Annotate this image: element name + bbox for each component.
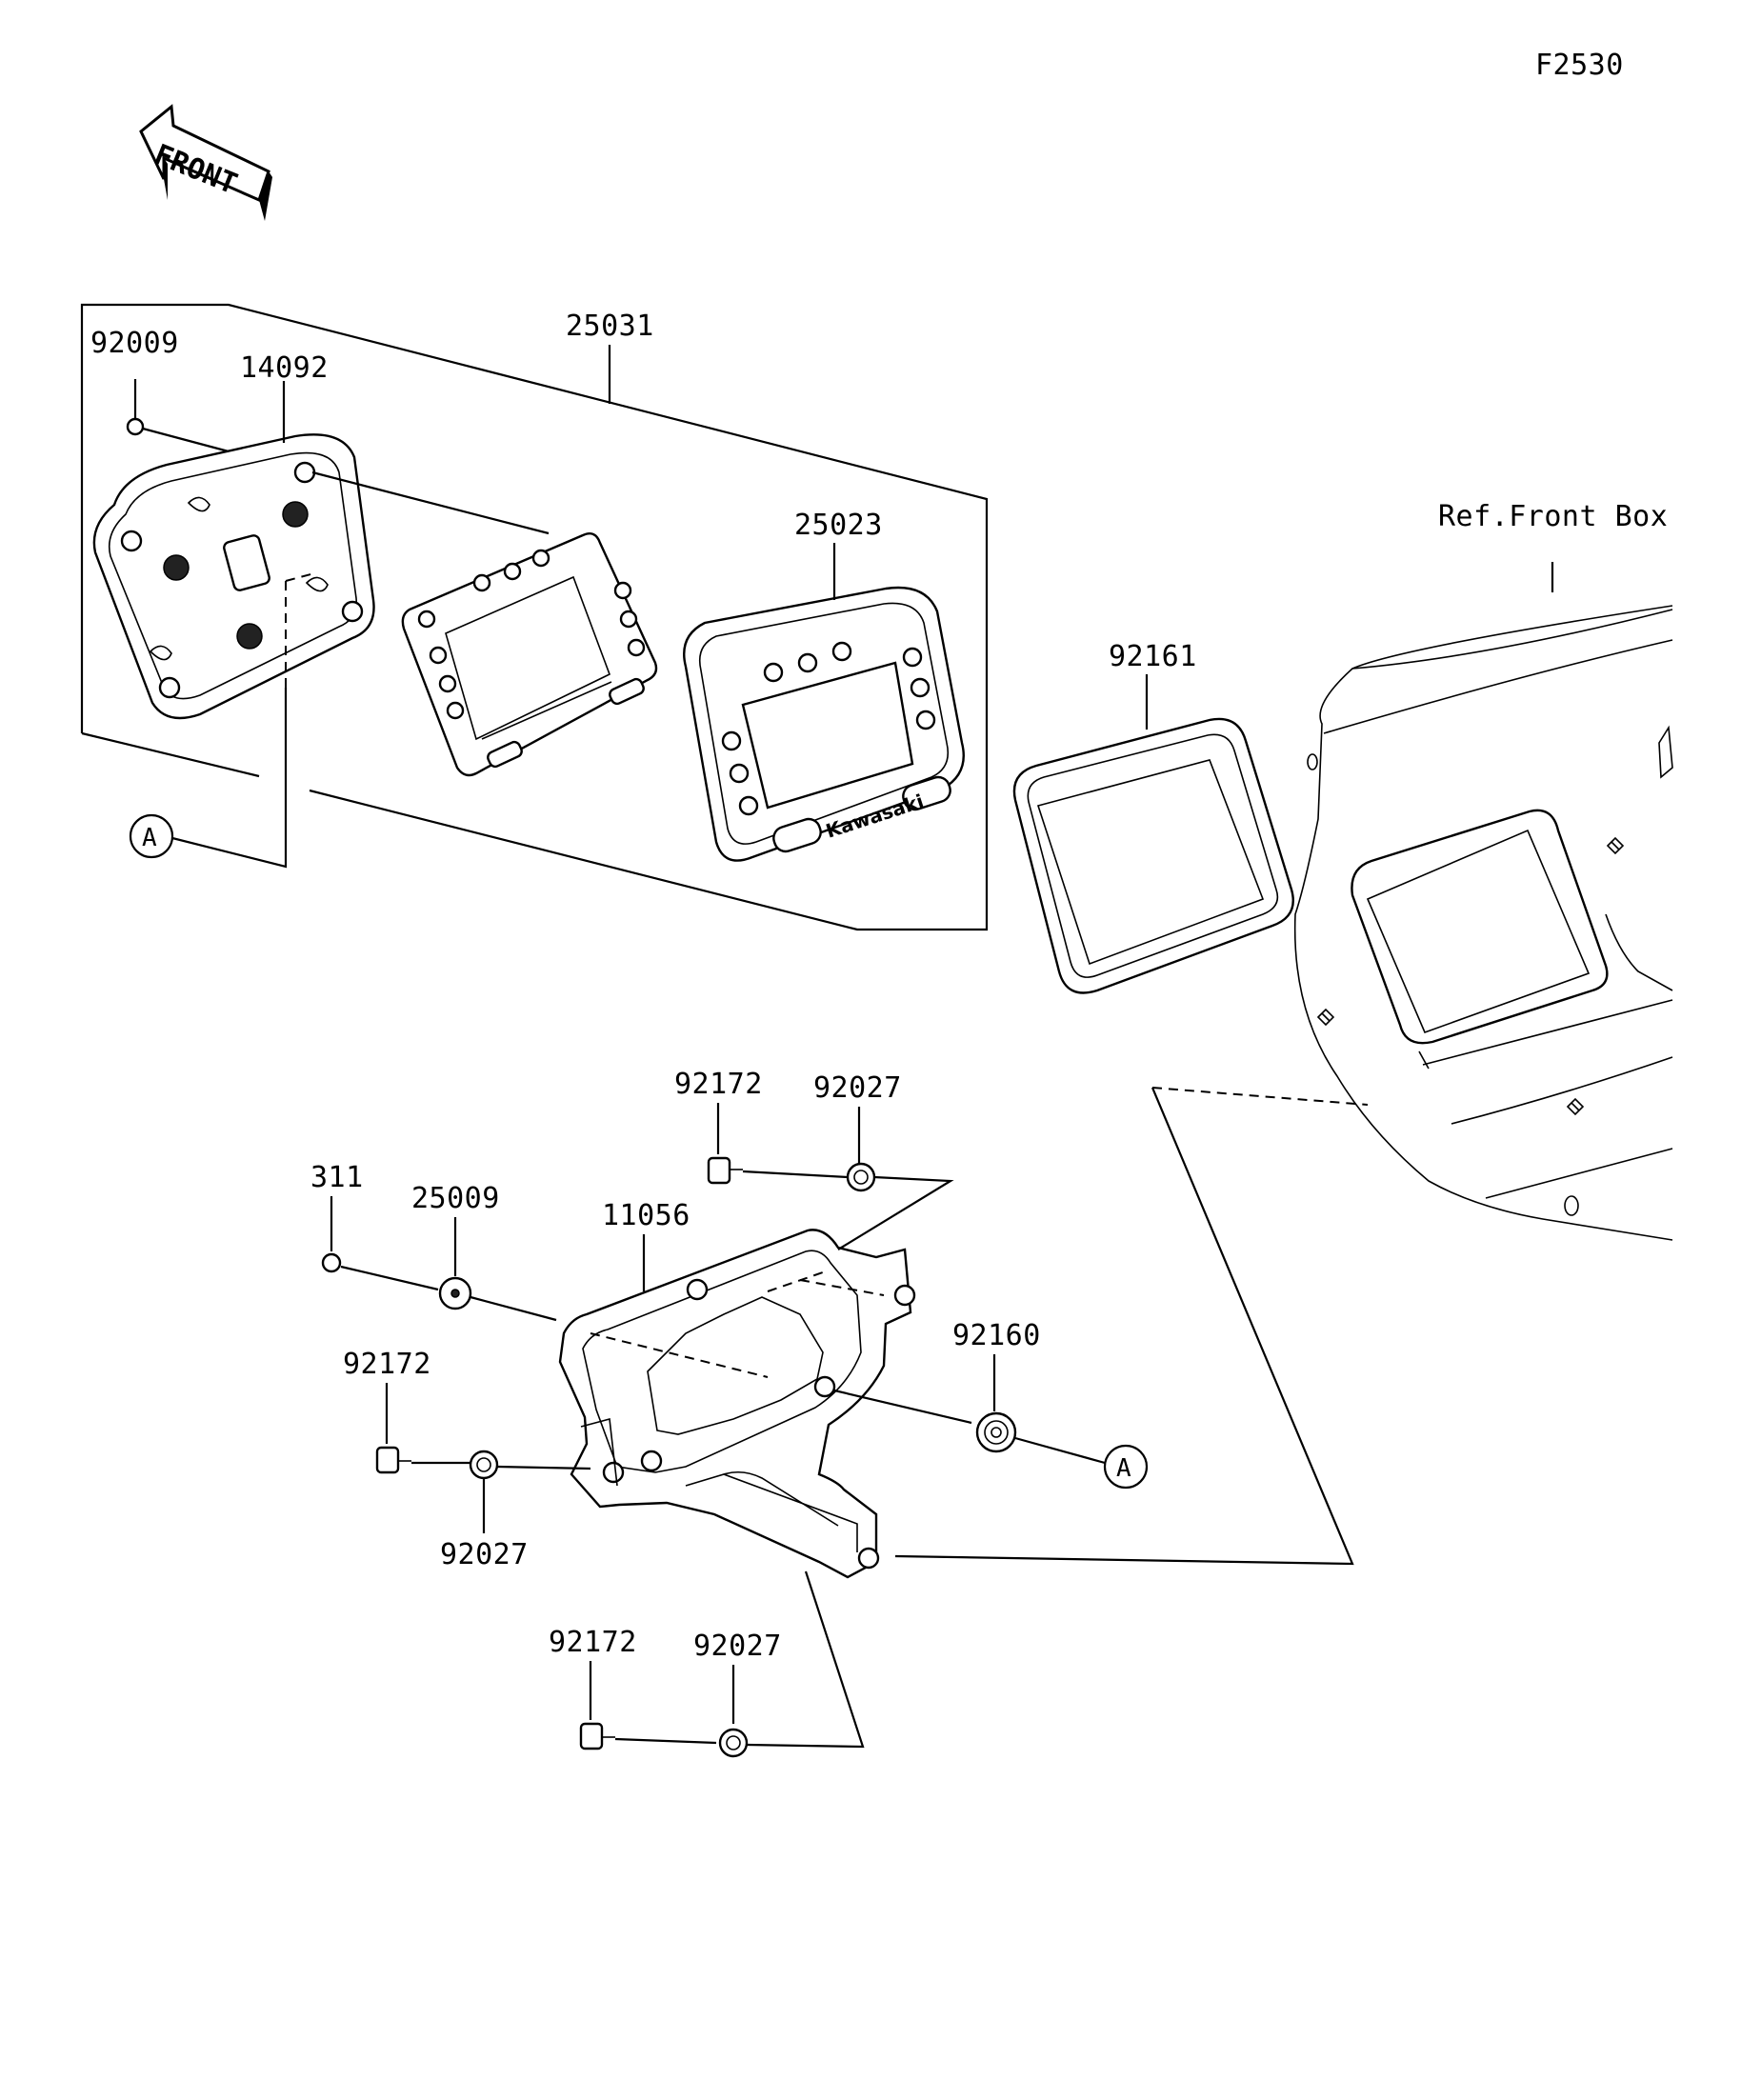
washer-25009-part (438, 1276, 472, 1310)
leader-line (496, 1465, 591, 1470)
front-arrow-icon: FRONT (139, 104, 272, 221)
figure-code: F2530 (1535, 49, 1624, 82)
nut-92027-mid-part (469, 1450, 499, 1480)
meter-unit-part: Kawasaki (683, 586, 965, 862)
leader-line (746, 1570, 865, 1749)
callout-letter: A (142, 824, 157, 852)
nut-311-part (321, 1252, 342, 1273)
part-number-14092: 14092 (240, 351, 329, 385)
part-number-92172-bot: 92172 (549, 1626, 637, 1659)
nut-92027-top-part (846, 1162, 876, 1192)
callout-a-lower: A (1103, 1444, 1149, 1490)
leader-line (742, 1170, 849, 1179)
leader-line (837, 1175, 954, 1250)
bracket-mount-frame (894, 1087, 1369, 1566)
part-number-92009: 92009 (90, 327, 179, 360)
part-number-25023: 25023 (794, 509, 883, 542)
leader-line (311, 470, 550, 535)
rear-case-part (92, 433, 375, 720)
mount-point-icon (1316, 1008, 1335, 1027)
part-number-92161: 92161 (1109, 640, 1197, 673)
bracket-part (558, 1229, 916, 1579)
screw-92009-part (126, 417, 230, 453)
leader-line (799, 1279, 885, 1296)
leader-line (340, 1265, 439, 1291)
circuit-board-part (401, 532, 658, 777)
part-number-92172-top: 92172 (674, 1068, 763, 1101)
leader-line (833, 1389, 972, 1425)
reference-label: Ref.Front Box (1438, 500, 1668, 533)
gasket-part (1012, 717, 1294, 994)
bolt-92172-top-part (707, 1156, 743, 1185)
part-number-25031: 25031 (566, 310, 654, 343)
nut-92027-bot-part (718, 1728, 749, 1758)
leader-line (1014, 1436, 1106, 1465)
part-number-92160: 92160 (952, 1319, 1041, 1352)
grommet-92160-part (975, 1411, 1017, 1453)
part-number-92027-mid: 92027 (440, 1538, 529, 1571)
part-number-92027-bot: 92027 (693, 1630, 782, 1663)
leader-line (614, 1737, 717, 1745)
front-box-reference (1293, 562, 1673, 1241)
assembly-frame (80, 303, 989, 931)
part-number-25009: 25009 (411, 1182, 500, 1215)
callout-a-upper: A (129, 688, 288, 869)
leader-line (470, 1295, 557, 1322)
leader-line (590, 1332, 769, 1378)
part-number-311: 311 (310, 1161, 364, 1194)
callout-letter: A (1116, 1454, 1131, 1483)
part-number-92172-mid: 92172 (343, 1348, 431, 1381)
part-number-92027-top: 92027 (813, 1071, 902, 1105)
leader-line (767, 1271, 824, 1292)
bolt-92172-bot-part (579, 1722, 615, 1750)
part-number-11056: 11056 (602, 1199, 690, 1232)
mount-point-icon (1566, 1097, 1585, 1116)
bolt-92172-mid-part (375, 1446, 411, 1474)
mount-point-icon (1606, 836, 1625, 855)
